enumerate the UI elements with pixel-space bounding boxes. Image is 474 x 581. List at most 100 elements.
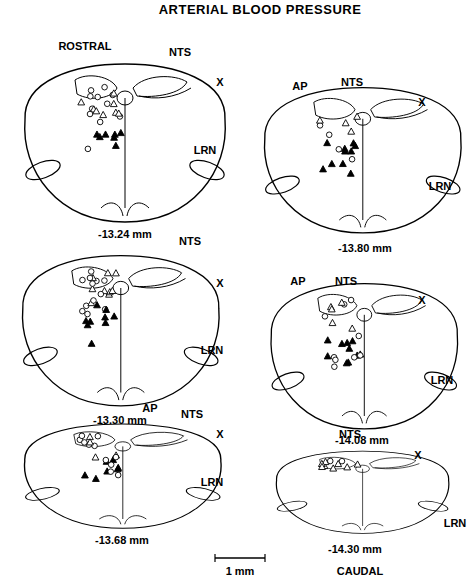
direction-label: CAUDAL xyxy=(337,566,383,577)
open-triangle-marker xyxy=(354,461,361,467)
open-circle-marker xyxy=(103,457,109,463)
level-label: -14.30 mm xyxy=(328,544,382,555)
structure-label: X xyxy=(414,450,421,461)
section-outline xyxy=(275,451,450,533)
open-triangle-marker xyxy=(328,306,335,312)
open-triangle-marker xyxy=(329,319,336,325)
filled-triangle-marker xyxy=(92,475,99,481)
open-circle-marker xyxy=(333,357,339,363)
section-outline xyxy=(270,284,459,429)
structure-label: X xyxy=(216,77,223,88)
open-triangle-marker xyxy=(93,108,100,114)
section-outline xyxy=(263,88,462,233)
filled-triangle-marker xyxy=(320,166,327,172)
filled-triangle-marker xyxy=(88,340,95,346)
level-label: -13.24 mm xyxy=(98,229,152,240)
open-triangle-marker xyxy=(78,99,85,105)
filled-triangle-marker xyxy=(115,464,122,470)
filled-triangle-marker xyxy=(350,140,357,146)
filled-triangle-marker xyxy=(324,337,331,343)
open-circle-marker xyxy=(104,101,110,107)
filled-triangle-marker xyxy=(342,148,349,154)
filled-triangle-marker xyxy=(349,338,356,344)
open-circle-marker xyxy=(88,93,94,99)
filled-triangle-marker xyxy=(102,314,109,320)
filled-triangle-marker xyxy=(82,472,89,478)
open-circle-marker xyxy=(85,311,91,317)
filled-triangle-marker xyxy=(328,160,335,166)
filled-triangle-marker xyxy=(347,170,354,176)
direction-label: ROSTRAL xyxy=(58,41,111,52)
structure-label: X xyxy=(216,429,223,440)
structure-label: NTS xyxy=(335,276,357,287)
open-circle-marker xyxy=(79,433,85,439)
open-circle-marker xyxy=(102,84,108,90)
scale-bar xyxy=(215,557,265,559)
open-circle-marker xyxy=(332,364,338,370)
open-circle-marker xyxy=(326,132,332,138)
structure-label: LRN xyxy=(201,345,224,356)
open-circle-marker xyxy=(322,314,328,320)
filled-triangle-marker xyxy=(348,148,355,154)
open-triangle-marker xyxy=(344,464,351,470)
open-triangle-marker xyxy=(319,463,326,469)
open-circle-marker xyxy=(80,277,86,283)
open-triangle-marker xyxy=(113,270,120,276)
filled-triangle-marker xyxy=(84,322,91,328)
filled-triangle-marker xyxy=(346,345,353,351)
open-circle-marker xyxy=(88,269,94,275)
filled-triangle-marker xyxy=(117,129,124,135)
level-label: -13.30 mm xyxy=(93,415,147,426)
level-label: -13.68 mm xyxy=(95,535,149,546)
open-circle-marker xyxy=(87,111,93,117)
structure-label: X xyxy=(418,97,425,108)
open-triangle-marker xyxy=(354,113,361,119)
structure-label: LRN xyxy=(194,145,217,156)
open-triangle-marker xyxy=(349,325,356,331)
structure-label: NTS xyxy=(339,429,361,440)
open-circle-marker xyxy=(348,297,354,303)
open-triangle-marker xyxy=(110,90,117,96)
open-circle-marker xyxy=(85,146,91,152)
scale-bar xyxy=(214,554,215,562)
open-circle-marker xyxy=(357,353,363,359)
scale-bar xyxy=(264,554,265,562)
structure-label: LRN xyxy=(444,518,467,529)
open-triangle-marker xyxy=(115,110,122,116)
filled-triangle-marker xyxy=(111,313,118,319)
figure-title: ARTERIAL BLOOD PRESSURE xyxy=(159,2,362,17)
open-circle-marker xyxy=(95,94,101,100)
open-circle-marker xyxy=(87,275,93,281)
open-triangle-marker xyxy=(92,454,99,460)
filled-triangle-marker xyxy=(324,139,331,145)
structure-label: AP xyxy=(292,81,307,92)
filled-triangle-marker xyxy=(111,131,118,137)
open-circle-marker xyxy=(108,462,114,468)
filled-triangle-marker xyxy=(339,160,346,166)
structure-label: NTS xyxy=(169,47,191,58)
filled-triangle-marker xyxy=(344,339,351,345)
scale-label: 1 mm xyxy=(226,566,255,577)
open-circle-marker xyxy=(115,472,121,478)
open-circle-marker xyxy=(95,433,101,439)
open-circle-marker xyxy=(102,278,108,284)
open-circle-marker xyxy=(88,88,94,94)
open-circle-marker xyxy=(82,440,88,446)
open-triangle-marker xyxy=(317,117,324,123)
open-triangle-marker xyxy=(348,128,355,134)
structure-label: NTS xyxy=(179,236,201,247)
open-circle-marker xyxy=(351,355,357,361)
open-circle-marker xyxy=(327,458,333,464)
section-outline xyxy=(23,64,226,222)
structure-label: AP xyxy=(142,403,157,414)
filled-triangle-marker xyxy=(343,360,350,366)
structure-label: LRN xyxy=(431,375,454,386)
open-circle-marker xyxy=(98,291,104,297)
structure-label: X xyxy=(216,278,223,289)
open-triangle-marker xyxy=(342,120,349,126)
open-triangle-marker xyxy=(330,465,337,471)
open-circle-marker xyxy=(349,156,355,162)
open-circle-marker xyxy=(336,146,342,152)
